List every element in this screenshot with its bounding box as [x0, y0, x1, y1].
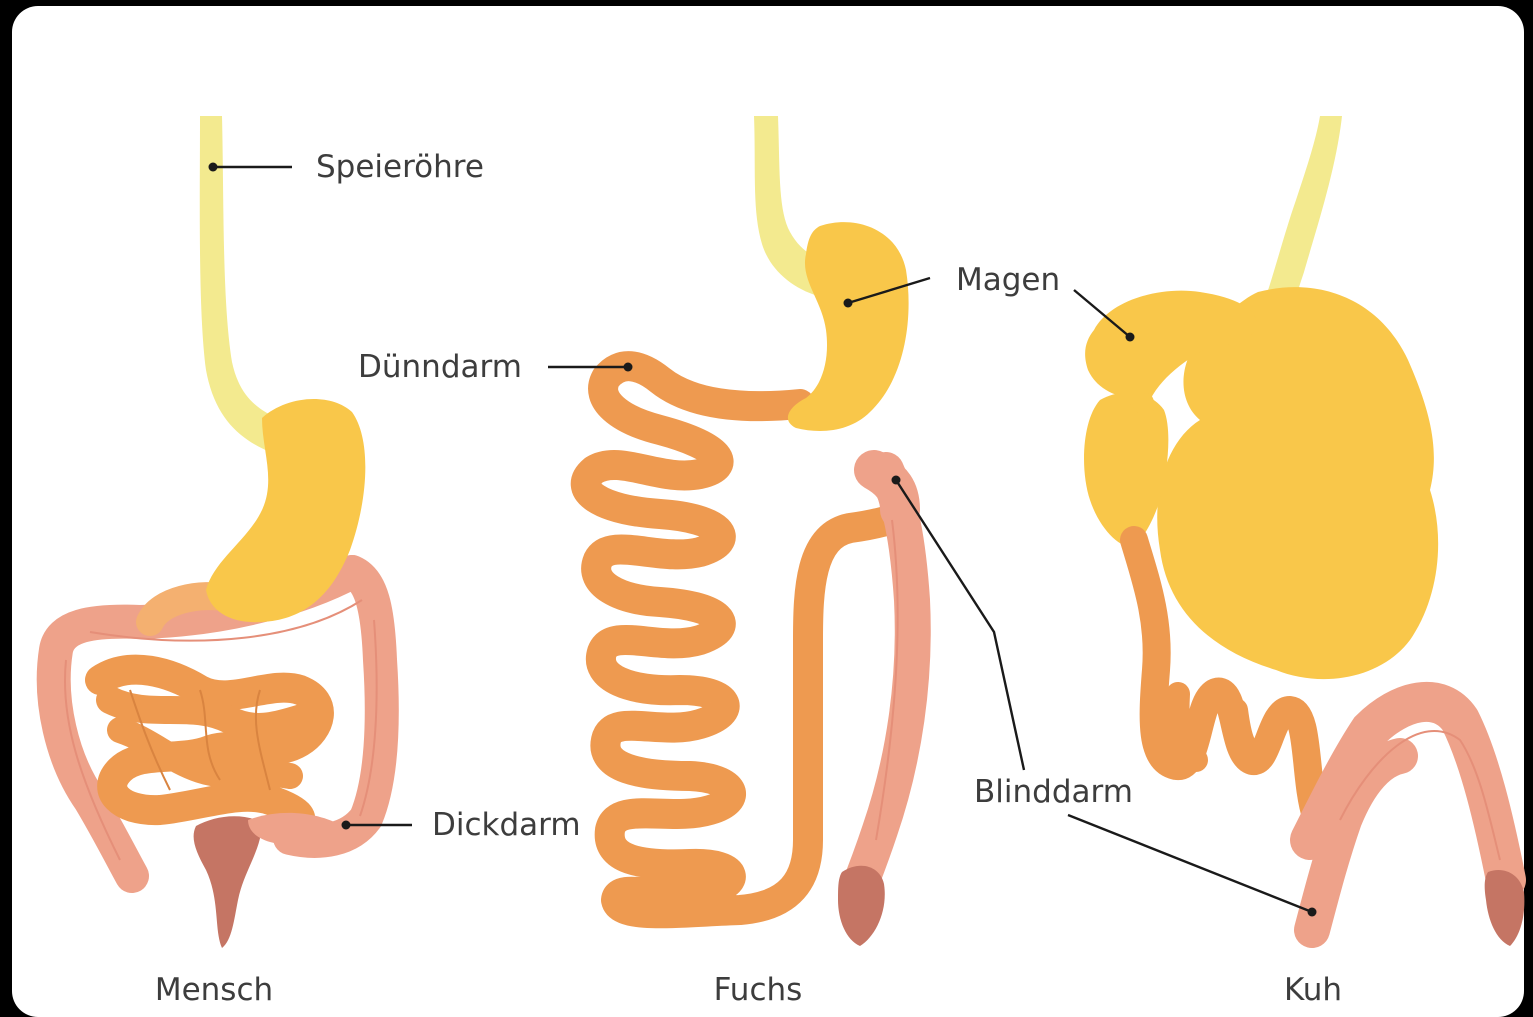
human-small-intestine	[100, 670, 319, 830]
label-blinddarm: Blinddarm	[974, 774, 1133, 810]
structure-labels: Speieröhre Dünndarm Magen Dickdarm Blind…	[316, 149, 1133, 843]
dot-magen-fox	[844, 299, 853, 308]
animal-label-human: Mensch	[155, 972, 273, 1008]
label-magen: Magen	[956, 262, 1060, 298]
human-rectum	[194, 816, 262, 948]
fox-digestive-system	[586, 116, 913, 946]
animal-label-fox: Fuchs	[714, 972, 803, 1008]
fox-rectum	[838, 866, 885, 946]
animal-labels: Mensch Fuchs Kuh	[155, 972, 1342, 1008]
dot-duenndarm	[624, 363, 633, 372]
dot-magen-cow	[1126, 333, 1135, 342]
leader-blinddarm-cow	[1068, 815, 1312, 912]
cow-omasum-abomasum	[1084, 393, 1168, 548]
dot-dickdarm	[342, 821, 351, 830]
animal-label-cow: Kuh	[1284, 972, 1342, 1008]
dot-speiseroehre	[209, 163, 218, 172]
fox-small-intestine	[586, 366, 892, 913]
dot-blinddarm-fox	[892, 476, 901, 485]
cow-digestive-system	[1084, 116, 1524, 946]
dot-blinddarm-cow	[1308, 908, 1317, 917]
label-dickdarm: Dickdarm	[432, 807, 581, 843]
label-duenndarm: Dünndarm	[358, 349, 522, 385]
cow-large-intestine	[1310, 702, 1506, 930]
human-digestive-system	[54, 116, 382, 948]
cow-rectum	[1485, 870, 1525, 946]
label-speiseroehre: Speieröhre	[316, 149, 484, 185]
